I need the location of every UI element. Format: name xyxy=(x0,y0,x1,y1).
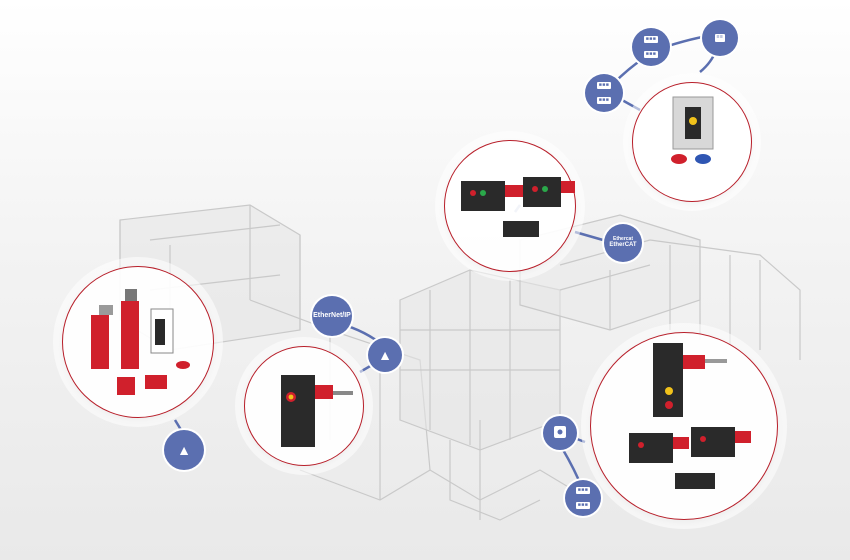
as-interface-logo-icon: ▲ xyxy=(177,441,191,458)
badge-fieldbus-top[interactable]: ■■■■■■ xyxy=(632,28,670,66)
ethercat-logo: Ethercat EtherCAT xyxy=(609,236,637,249)
hotspot-cip-safety-device[interactable] xyxy=(244,346,364,466)
io-link-logo-icon xyxy=(552,424,568,442)
badge-fieldbus-bottom[interactable]: ■■■■■■ xyxy=(565,480,601,516)
ethercat-devices-illustration xyxy=(461,177,575,237)
interlock-devices-illustration xyxy=(91,289,190,395)
ethercat-label: EtherCAT xyxy=(609,242,637,249)
badge-as-interface[interactable]: ▲ xyxy=(164,430,204,470)
badge-cc-link-top-right[interactable]: ≡≡ xyxy=(702,20,738,56)
io-link-devices-illustration xyxy=(629,343,751,489)
fieldbus-logo-icon: ■■■■■■ xyxy=(575,487,591,509)
ethernet-ip-label: EtherNet/IP xyxy=(313,312,351,320)
badge-ethercat[interactable]: Ethercat EtherCAT xyxy=(604,224,642,262)
fieldbus-logo-icon: ■■■■■■ xyxy=(596,82,612,104)
cc-link-logo-icon: ≡≡ xyxy=(714,34,726,42)
badge-cip-safety[interactable]: ▲ xyxy=(368,338,402,372)
cip-safety-logo-icon: ▲ xyxy=(378,346,392,363)
fieldbus-device-illustration xyxy=(671,96,714,164)
badge-ethernet-ip[interactable]: EtherNet/IP xyxy=(312,296,352,336)
badge-io-link[interactable] xyxy=(543,416,577,450)
fieldbus-logo-icon: ■■■■■■ xyxy=(643,36,659,58)
hotspot-ethercat-devices[interactable] xyxy=(444,140,576,272)
hotspot-interlock-devices[interactable] xyxy=(62,266,214,418)
hotspot-fieldbus-device[interactable] xyxy=(632,82,752,202)
ethercat-prefix-label: Ethercat xyxy=(612,236,633,243)
hotspot-io-link-devices[interactable] xyxy=(590,332,778,520)
cip-safety-device-illustration xyxy=(281,375,353,447)
badge-fieldbus-left[interactable]: ■■■■■■ xyxy=(585,74,623,112)
